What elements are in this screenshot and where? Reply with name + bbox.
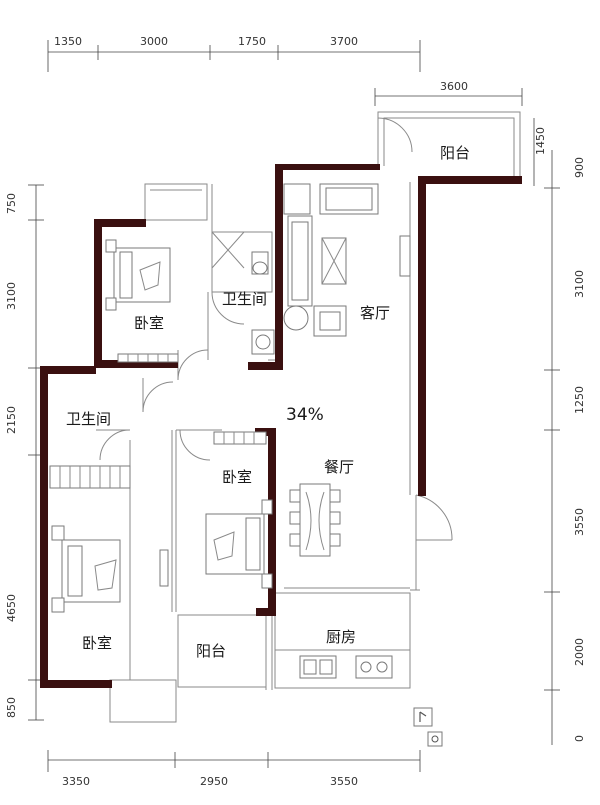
dim-left-3: 2150: [5, 406, 18, 434]
thin-walls: [96, 111, 521, 723]
dim-right-1: 900: [573, 157, 586, 178]
living-sofa-set: [283, 183, 411, 337]
dim-top-1: 1350: [54, 35, 82, 48]
bathroom-top-fixtures: [211, 231, 275, 355]
dim-left-1: 750: [5, 193, 18, 214]
label-dining-room: 餐厅: [324, 458, 354, 476]
dim-top-4: 3700: [330, 35, 358, 48]
dim-balcony-top: 3600: [440, 80, 468, 93]
room-labels: 阳台 卧室 卫生间 客厅 卫生间 卧室 餐厅 卧室 阳台 厨房 34%: [66, 144, 470, 660]
dim-left-2: 3100: [5, 282, 18, 310]
bed-middle: [205, 431, 273, 589]
bed-top: [105, 239, 171, 311]
dim-left-4: 4650: [5, 594, 18, 622]
dim-bottom-1: 3350: [62, 775, 90, 788]
label-kitchen: 厨房: [326, 628, 356, 646]
dim-bottom-2: 2950: [200, 775, 228, 788]
furniture: [49, 183, 411, 679]
dimension-labels: 1350 3000 1750 3700 3600 1450 750 3100 2…: [5, 35, 586, 788]
dim-left-5: 850: [5, 697, 18, 718]
bathroom-left-vanity: [49, 465, 131, 489]
thick-walls: [40, 164, 522, 688]
bed-left: [51, 525, 169, 613]
compass-icon: [413, 707, 443, 747]
dim-right-6: 0: [573, 735, 586, 742]
dim-balcony-right: 1450: [534, 127, 547, 155]
label-balcony-bottom: 阳台: [196, 642, 226, 660]
dim-bottom-3: 3550: [330, 775, 358, 788]
label-bathroom-left: 卫生间: [66, 410, 111, 428]
label-bathroom-top: 卫生间: [222, 290, 267, 308]
kitchen-fixtures: [299, 655, 393, 679]
percent-label: 34%: [286, 405, 324, 425]
dim-right-4: 3550: [573, 508, 586, 536]
label-living-room: 客厅: [360, 304, 390, 322]
dim-right-5: 2000: [573, 638, 586, 666]
dim-right-2: 3100: [573, 270, 586, 298]
label-bedroom-top: 卧室: [134, 314, 164, 332]
dim-top-2: 3000: [140, 35, 168, 48]
label-bedroom-middle: 卧室: [222, 468, 252, 486]
dim-right-3: 1250: [573, 386, 586, 414]
label-balcony-top: 阳台: [440, 144, 470, 162]
dining-table: [289, 483, 341, 557]
dim-top-3: 1750: [238, 35, 266, 48]
label-bedroom-left: 卧室: [82, 634, 112, 652]
